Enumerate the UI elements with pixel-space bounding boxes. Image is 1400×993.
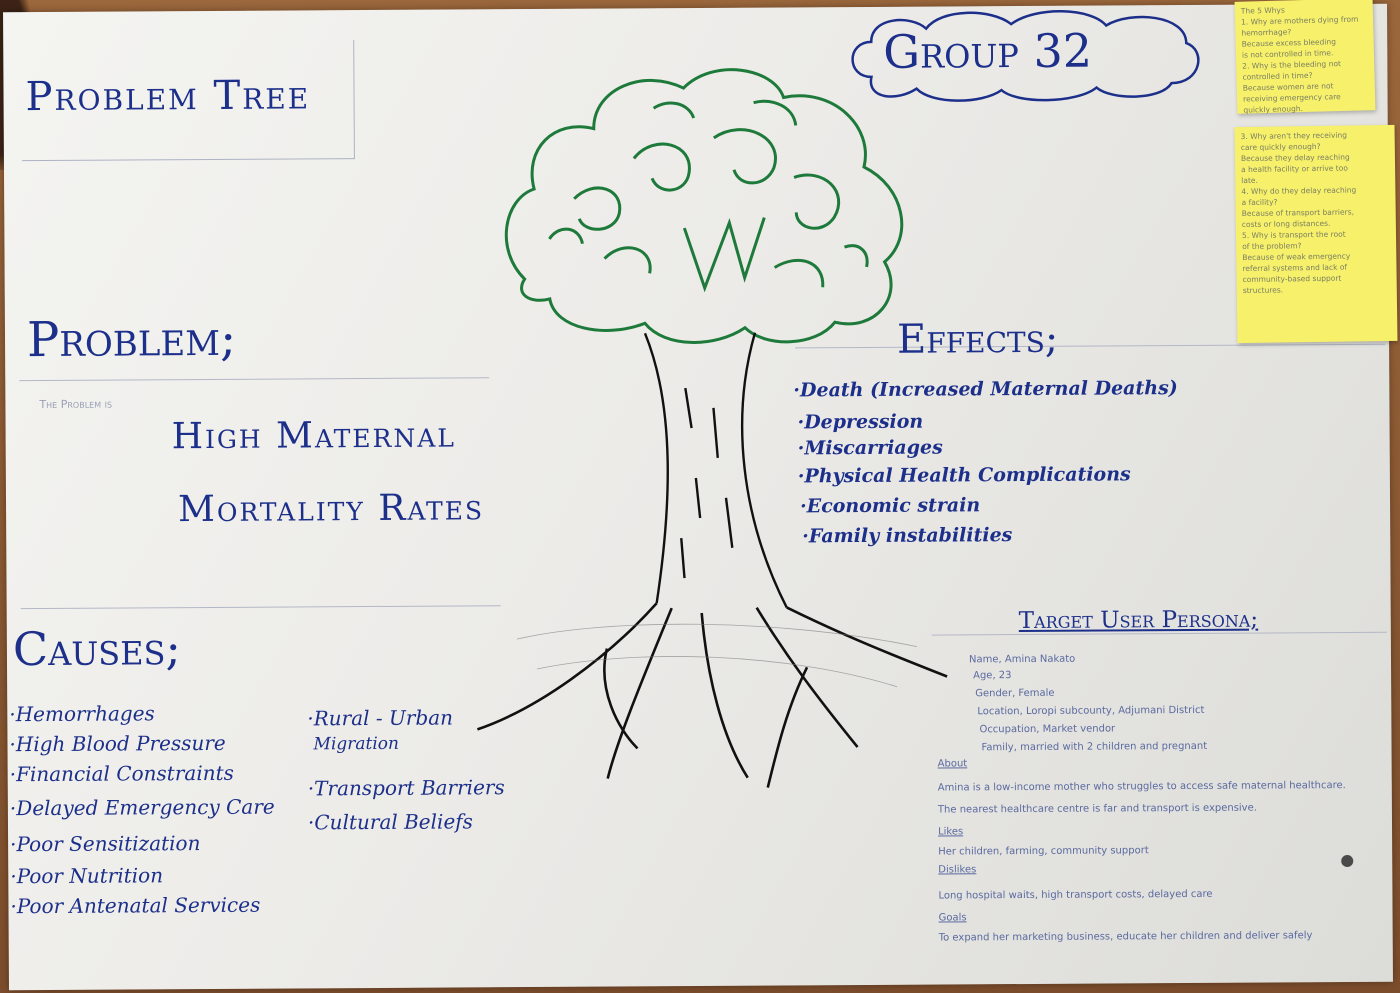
persona-gender: Gender, Female (975, 687, 1055, 700)
persona-dislikes: Long hospital waits, high transport cost… (938, 888, 1213, 902)
persona-about-label: About (937, 758, 968, 770)
group-cloud-outline (851, 10, 1200, 102)
causes-heading: Causes; (12, 621, 182, 677)
persona-likes-label: Likes (938, 826, 964, 838)
persona-location: Location, Loropi subcounty, Adjumani Dis… (977, 704, 1205, 718)
sticky-note-2: 3. Why aren't they receiving care quickl… (1234, 124, 1398, 344)
paper-punch-hole (1341, 855, 1354, 868)
effect-item: ·Depression (797, 410, 924, 434)
cause-item: ·Poor Nutrition (10, 863, 164, 889)
tree-drawing (476, 68, 948, 788)
persona-heading: Target User Persona; (1018, 606, 1259, 635)
effect-item: ·Physical Health Complications (797, 463, 1131, 488)
cause-item: ·Financial Constraints (9, 760, 234, 787)
persona-likes: Her children, farming, community support (938, 845, 1149, 858)
cause-item: ·High Blood Pressure (9, 730, 226, 757)
causes-divider-line (20, 605, 501, 610)
cause-item: ·Delayed Emergency Care (9, 794, 275, 821)
cause-item-continuation: Migration (313, 733, 400, 755)
tree-trunk (643, 332, 788, 609)
persona-dislikes-label: Dislikes (938, 864, 977, 876)
page-title: Problem Tree (25, 72, 311, 121)
cause-item: ·Poor Sensitization (10, 831, 201, 857)
cause-item: ·Cultural Beliefs (307, 809, 473, 835)
persona-about-line1: Amina is a low-income mother who struggl… (937, 780, 1346, 794)
problem-divider-line (19, 377, 490, 382)
effect-item: ·Miscarriages (797, 436, 943, 460)
problem-statement-line1: High Maternal (171, 414, 457, 458)
persona-about-line2: The nearest healthcare centre is far and… (937, 802, 1257, 816)
effects-heading: Effects; (896, 315, 1059, 363)
sticky-note-line: structures. (1242, 285, 1284, 296)
effect-item: ·Death (Increased Maternal Deaths) (793, 377, 1178, 402)
problem-statement-line2: Mortality Rates (177, 487, 485, 531)
effect-item: ·Economic strain (799, 494, 981, 518)
tree-sketch-lines (516, 623, 917, 688)
cause-item: ·Poor Antenatal Services (10, 892, 261, 919)
cause-item: ·Rural - Urban (307, 705, 454, 731)
tree-roots (476, 602, 948, 788)
persona-goals: To expand her marketing business, educat… (938, 930, 1313, 944)
effect-item: ·Family instabilities (802, 524, 1013, 548)
persona-goals-label: Goals (938, 912, 967, 924)
persona-age: Age, 23 (973, 670, 1012, 682)
cause-item: ·Hemorrhages (9, 701, 155, 727)
flip-chart-paper: Problem Tree Group 32 Problem; The Probl… (3, 3, 1393, 991)
problem-heading: Problem; (26, 310, 237, 369)
persona-family: Family, married with 2 children and preg… (981, 740, 1208, 754)
persona-name: Name, Amina Nakato (968, 653, 1076, 666)
persona-occupation: Occupation, Market vendor (979, 723, 1116, 736)
tree-canopy (504, 68, 904, 344)
sticky-note-1: The 5 Whys 1. Why are mothers dying from… (1234, 0, 1376, 115)
problem-intro: The Problem is (39, 397, 113, 412)
